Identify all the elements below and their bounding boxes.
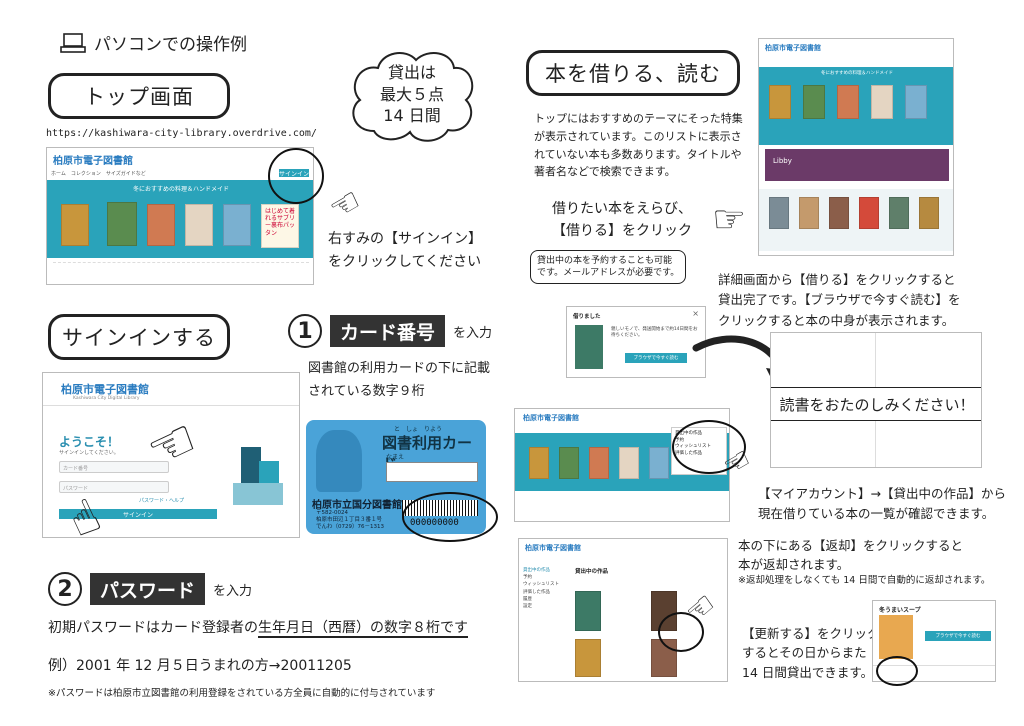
- book-cover[interactable]: [147, 204, 175, 246]
- read-now-button[interactable]: ブラウザで今すぐ読む: [625, 353, 687, 363]
- book-cover-text[interactable]: はじめて着れるサブリー裏布パッタン: [261, 204, 299, 248]
- page-header: パソコンでの操作例: [60, 30, 247, 55]
- step2-title: パスワード: [90, 573, 206, 605]
- top-screen-label: トップ画面: [48, 73, 230, 119]
- feature-banner: 冬におすすめの料理＆ハンドメイド はじめて着れるサブリー裏布パッタン: [47, 180, 313, 258]
- password-footnote: ※パスワードは柏原市立図書館の利用登録をされている方全員に自動的に付与されていま…: [48, 688, 436, 699]
- book-cover: [879, 615, 913, 659]
- signin-label: サインインする: [48, 314, 230, 360]
- library-logo: 柏原市電子図書館: [53, 156, 133, 167]
- book-meta-row: [53, 262, 309, 282]
- return-description: 本の下にある【返却】をクリックすると 本が返却されます。: [738, 538, 964, 573]
- password-help-link[interactable]: パスワード・ヘルプ: [139, 498, 185, 504]
- book-cover[interactable]: [185, 204, 213, 246]
- card-ruby: と しょ りよう: [394, 426, 443, 433]
- barcode-highlight-circle: [402, 492, 498, 542]
- library-card: と しょ りよう 図書利用カード なまえ 柏原市立国分図書館 〒582-0024…: [306, 420, 486, 534]
- account-sidebar: 貸出中の作品 予約 ウィッシュリスト 評価した作品 履歴 設定: [523, 568, 559, 609]
- laptop-icon: [60, 32, 86, 53]
- popup-title: 借りました: [573, 314, 601, 320]
- page-title: パソコンでの操作例: [94, 35, 247, 55]
- welcome-heading: ようこそ！: [59, 435, 120, 449]
- card-number-input[interactable]: カード番号: [59, 461, 169, 473]
- card-address: 〒582-0024 柏原市田辺１丁目３番１号 でんわ（0729）76－1313: [316, 510, 384, 531]
- signin-highlight-circle: [268, 148, 324, 204]
- book-cover[interactable]: [223, 204, 251, 246]
- book-row: [759, 189, 953, 251]
- borrowed-popup: 借りました × 親しいモノで、発送開始まで約14日間をお待ちください。 ブラウザ…: [566, 306, 706, 378]
- welcome-sub: サインインしてください。: [59, 450, 119, 456]
- account-menu-highlight: [672, 420, 746, 474]
- pointing-hand-icon: ☜: [322, 180, 369, 230]
- renew-description: 【更新する】をクリック するとその日からまた 14 日間貸出できます。: [742, 626, 880, 680]
- top-nav: ホーム コレクション サイズガイドなど: [51, 171, 146, 177]
- step1-description: 図書館の利用カードの下に記載 されている数字９桁: [308, 361, 491, 399]
- pointing-hand-icon: ☞: [712, 197, 747, 241]
- library-subtitle: Kashiwara City Digital Library: [73, 396, 140, 401]
- book-cover: [575, 325, 603, 369]
- step2-heading: 2 パスワード を入力: [48, 572, 252, 606]
- signin-screenshot: 柏原市電子図書館 Kashiwara City Digital Library …: [42, 372, 300, 538]
- reserve-note: 貸出中の本を予約することも可能 です。メールアドレスが必要です。: [530, 250, 687, 285]
- choose-instruction: 借りたい本をえらび、 【借りる】をクリック: [552, 201, 692, 240]
- borrow-description: トップにはおすすめのテーマにそった特集 が表示されています。このリストに表示さ …: [534, 112, 743, 179]
- top-instruction: 右すみの【サインイン】 をクリックしてください: [328, 231, 482, 271]
- feature-banner: 冬におすすめの料理＆ハンドメイド: [759, 67, 953, 145]
- return-highlight: [658, 612, 704, 652]
- library-illustration: [233, 443, 283, 513]
- book-cover[interactable]: [61, 204, 89, 246]
- book-title: 冬うまいスープ: [879, 607, 921, 614]
- password-input[interactable]: パスワード: [59, 481, 169, 493]
- app-banner[interactable]: Libby: [765, 149, 949, 181]
- book-cover[interactable]: [107, 202, 137, 246]
- password-example: 例）2001 年 12 月５日うまれの方→20011205: [48, 658, 352, 674]
- detail-description: 詳細画面から【借りる】をクリックすると 貸出完了です。【ブラウザで今すぐ読む】を…: [718, 272, 961, 328]
- return-note: ※返却処理をしなくても 14 日間で自動的に返却されます。: [738, 575, 991, 586]
- borrow-label: 本を借りる、読む: [526, 50, 740, 96]
- browse-screenshot: 柏原市電子図書館 冬におすすめの料理＆ハンドメイド Libby: [758, 38, 954, 256]
- card-name-box: [386, 462, 478, 482]
- close-icon[interactable]: ×: [692, 309, 699, 318]
- step1-heading: 1 カード番号 を入力: [288, 314, 492, 348]
- site-url[interactable]: https://kashiwara-city-library.overdrive…: [46, 128, 317, 139]
- loan-limit-bubble: 貸出は 最大５点 14 日間: [344, 46, 480, 146]
- step1-suffix: を入力: [453, 325, 493, 341]
- account-description: 【マイアカウント】→【貸出中の作品】から 現在借りている本の一覧が確認できます。: [758, 486, 1006, 521]
- signin-submit-button[interactable]: サインイン: [59, 509, 217, 519]
- password-rule: 初期パスワードはカード登録者の生年月日（西暦）の数字８桁です: [48, 620, 468, 638]
- step1-title: カード番号: [330, 315, 446, 347]
- banner-title: 冬におすすめの料理＆ハンドメイド: [132, 186, 229, 193]
- library-logo: 柏原市電子図書館: [61, 383, 149, 396]
- enjoy-reading: 読書をおたのしみください！: [771, 387, 981, 421]
- bear-mascot-icon: [316, 430, 362, 492]
- popup-body: 親しいモノで、発送開始まで約14日間をお待ちください。: [611, 327, 698, 338]
- reader-screenshot: 読書をおたのしみください！: [770, 332, 982, 468]
- read-now-button[interactable]: ブラウザで今すぐ読む: [925, 631, 991, 641]
- card-name-label: なまえ: [386, 454, 405, 461]
- card-library-name: 柏原市立国分図書館: [312, 500, 402, 511]
- loans-title: 貸出中の作品: [575, 569, 609, 575]
- renew-highlight: [876, 656, 918, 686]
- step2-suffix: を入力: [213, 583, 253, 599]
